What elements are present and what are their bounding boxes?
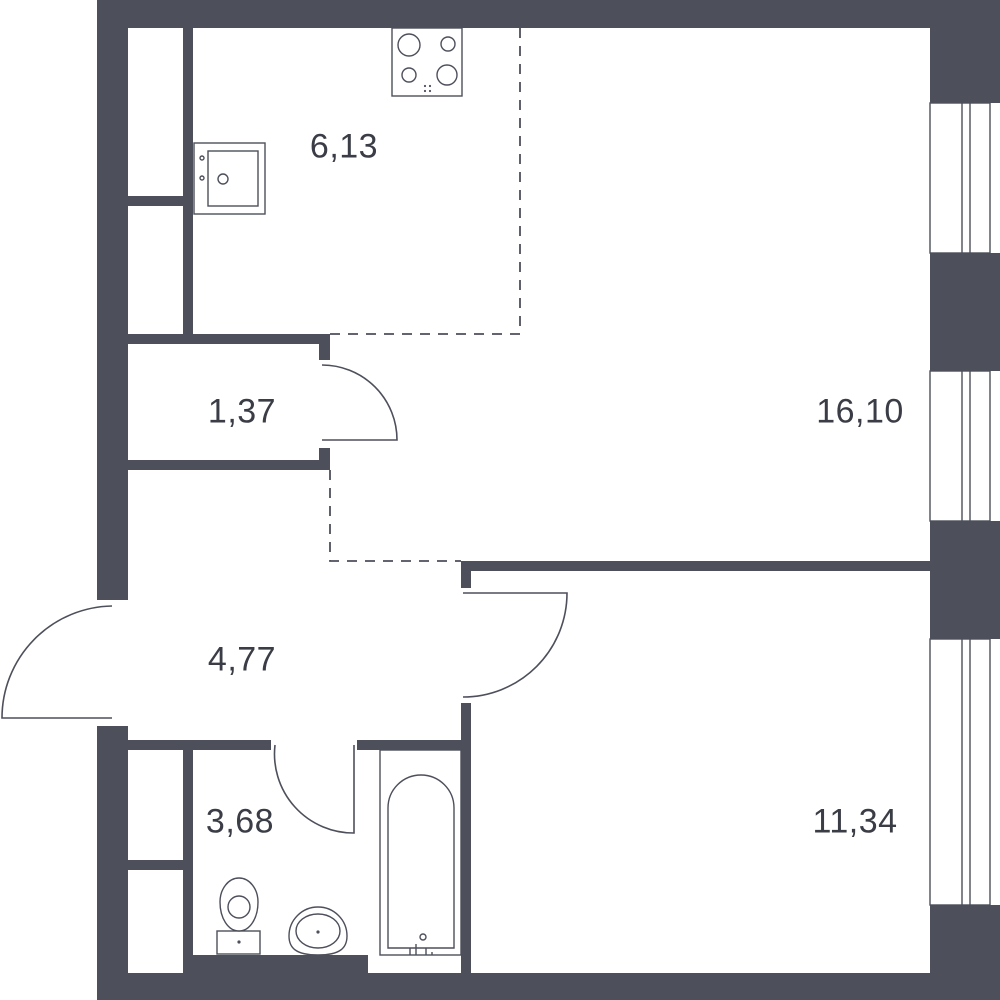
living-room-area-label: 16,10 — [816, 392, 904, 431]
kitchen-sink-icon — [193, 142, 266, 215]
toilet-icon — [216, 877, 261, 955]
hallway-area-label: 4,77 — [207, 640, 277, 679]
entrance-door — [1, 605, 113, 719]
storage-door — [321, 364, 398, 441]
doors — [1, 364, 568, 834]
washbasin-icon — [288, 906, 348, 956]
windows — [929, 102, 991, 906]
bedroom-door — [462, 592, 568, 698]
storage-area-label: 1,37 — [207, 392, 277, 431]
bedroom-area-label: 11,34 — [812, 802, 898, 841]
interior-walls — [128, 28, 930, 973]
cooktop-icon — [391, 27, 463, 97]
kitchen-area-label: 6,13 — [309, 127, 379, 166]
bathroom-door — [273, 744, 355, 834]
outer-walls — [97, 0, 1000, 1000]
bathroom-area-label: 3,68 — [205, 802, 275, 841]
zone-boundaries — [329, 28, 521, 562]
bathtub-icon — [379, 749, 462, 956]
